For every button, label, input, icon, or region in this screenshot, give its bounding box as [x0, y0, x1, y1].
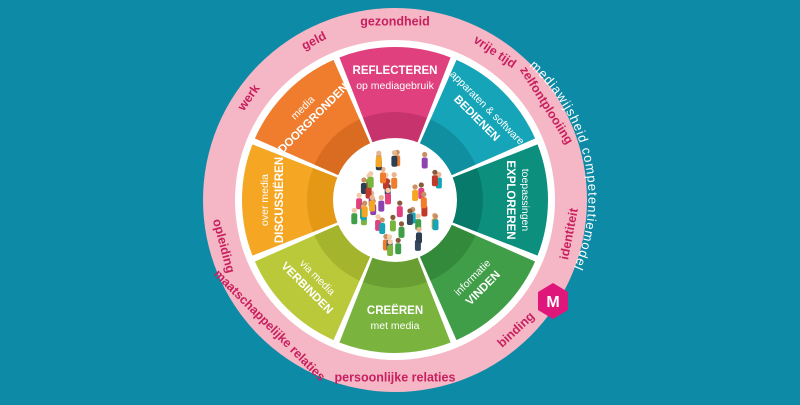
person-head	[362, 200, 368, 206]
person-head	[387, 239, 393, 245]
segment-shade	[452, 168, 483, 232]
segment-shade	[363, 112, 427, 143]
segment-shade	[419, 119, 476, 176]
person-figure	[389, 220, 396, 232]
person-head	[390, 214, 396, 220]
segment-title: DISCUSSIËREN	[273, 157, 286, 243]
person-figure	[421, 157, 428, 169]
person-figure	[385, 193, 391, 205]
person-head	[418, 182, 424, 188]
person-figure	[432, 219, 439, 231]
person-head	[412, 184, 418, 190]
person-head	[397, 200, 403, 206]
person-head	[432, 169, 438, 175]
person-head	[432, 213, 439, 219]
segment-title: EXPLOREREN	[504, 160, 516, 239]
logo-badge: M	[538, 283, 568, 319]
person-head	[407, 208, 413, 214]
person-head	[375, 214, 381, 220]
segment-shade	[419, 224, 476, 281]
person-head	[387, 234, 393, 240]
person-figure	[375, 156, 382, 168]
person-figure	[420, 197, 427, 209]
person-figure	[396, 206, 403, 218]
segment-shade	[314, 119, 371, 176]
person-head	[436, 171, 442, 178]
person-head	[361, 177, 367, 183]
segment-label: CREËREN met media	[367, 304, 423, 332]
person-head	[422, 151, 428, 158]
segment-shade	[314, 224, 371, 281]
person-head	[416, 226, 422, 232]
person-figure	[398, 226, 405, 238]
segment-shade	[363, 257, 427, 289]
person-figure	[395, 243, 402, 255]
person-head	[376, 150, 382, 156]
ring-word: gezondheid	[360, 14, 429, 28]
person-head	[351, 207, 357, 213]
person-head	[356, 192, 362, 198]
person-figure	[351, 213, 358, 225]
segment-subtitle: toepassingen	[519, 169, 531, 232]
segment-subtitle: met media	[370, 320, 419, 332]
person-head	[378, 195, 384, 201]
person-figure	[367, 176, 374, 188]
person-figure	[369, 200, 376, 212]
person-head	[391, 172, 397, 178]
person-head	[368, 171, 374, 177]
segment-subtitle: op mediagebruik	[356, 80, 434, 92]
segment-subtitle: over media	[259, 174, 271, 226]
person-figure	[391, 177, 398, 189]
person-figure	[387, 245, 394, 256]
person-head	[415, 213, 421, 219]
logo-letter: M	[546, 294, 559, 311]
person-figure	[356, 198, 363, 210]
person-figure	[391, 155, 398, 167]
segment-title: CREËREN	[367, 304, 423, 317]
center-people-illustration	[335, 140, 455, 260]
person-figure	[360, 183, 367, 194]
person-head	[398, 221, 405, 227]
person-figure	[378, 200, 385, 212]
person-figure	[406, 214, 413, 225]
person-head	[395, 237, 401, 243]
person-figure	[412, 190, 419, 201]
person-head	[369, 194, 375, 201]
ring-word: persoonlijke relaties	[335, 370, 456, 384]
person-head	[421, 191, 427, 197]
center-disc	[335, 140, 455, 260]
person-figure	[416, 232, 422, 244]
person-figure	[361, 206, 368, 218]
segment-shade	[307, 168, 338, 232]
logo-hexagon	[538, 283, 568, 319]
segment-label: REFLECTEREN op mediagebruik	[353, 65, 438, 92]
person-figure	[380, 172, 386, 184]
segment-title: REFLECTEREN	[353, 65, 438, 77]
person-figure	[431, 175, 438, 187]
person-head	[391, 150, 397, 156]
person-head	[379, 217, 385, 223]
person-head	[385, 187, 391, 193]
person-figure	[379, 223, 386, 234]
